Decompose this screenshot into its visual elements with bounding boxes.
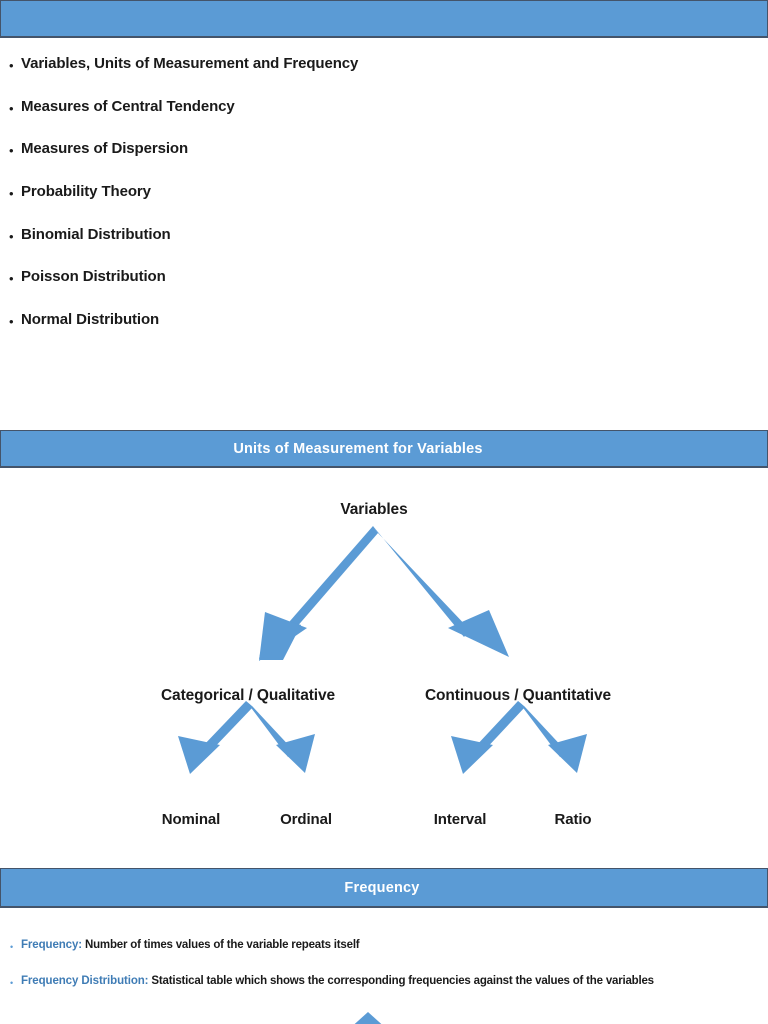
list-item: • Measures of Central Tendency (0, 98, 768, 141)
list-item: • Measures of Dispersion (0, 140, 768, 183)
outline-item-label: Measures of Dispersion (21, 140, 189, 158)
tree-node-nominal: Nominal (161, 811, 221, 828)
frequency-term-label: Frequency: (21, 939, 82, 951)
tree-node-continuous: Continuous / Quantitative (424, 687, 612, 704)
bullet-icon: • (9, 314, 14, 330)
list-item: • Frequency Distribution: Statistical ta… (0, 974, 768, 1010)
list-item: • Poisson Distribution (0, 268, 768, 311)
list-item: • Probability Theory (0, 183, 768, 226)
outline-item-label: Probability Theory (21, 183, 151, 201)
list-item: • Frequency: Number of times values of t… (0, 938, 768, 974)
arrowhead-left-level1 (259, 612, 307, 661)
list-item: • Variables, Units of Measurement and Fr… (0, 55, 768, 98)
bullet-icon: • (9, 100, 14, 116)
outline-bullet-list: • Variables, Units of Measurement and Fr… (0, 55, 768, 354)
bullet-icon: • (9, 143, 14, 159)
bullet-icon: • (10, 978, 14, 988)
frequency-term-description: Number of times values of the variable r… (85, 939, 360, 951)
bullet-icon: • (9, 58, 14, 73)
tree-node-ratio: Ratio (554, 811, 592, 828)
slide-units-banner: Units of Measurement for Variables (0, 430, 768, 468)
slide-frequency-banner: Frequency (0, 868, 768, 908)
arrow-categorical-to-ordinal (246, 701, 294, 757)
frequency-term-label: Frequency Distribution: (21, 975, 149, 987)
outline-item-label: Poisson Distribution (21, 268, 166, 286)
list-item: • Normal Distribution (0, 311, 768, 354)
tree-arrows-svg (178, 526, 587, 774)
frequency-definition-list: • Frequency: Number of times values of t… (0, 938, 768, 1010)
tree-node-interval: Interval (433, 811, 487, 828)
arrow-continuous-to-ratio (518, 701, 566, 757)
arrowhead-ordinal (276, 734, 315, 773)
arrowhead-ratio (548, 734, 587, 773)
bullet-icon: • (9, 186, 14, 202)
arrow-continuous-to-interval (475, 701, 525, 753)
bullet-icon: • (9, 228, 14, 244)
arrowhead-right-level1 (448, 610, 509, 657)
outline-item-label: Measures of Central Tendency (21, 97, 235, 115)
tree-node-ordinal: Ordinal (280, 811, 332, 828)
partial-chevron-svg (354, 1012, 382, 1024)
outline-item-label: Normal Distribution (21, 311, 160, 329)
arrow-categorical-to-nominal (202, 701, 253, 753)
arrow-root-to-continuous (373, 526, 470, 637)
slide-units-banner-title: Units of Measurement for Variables (233, 440, 483, 457)
tree-node-root: Variables (340, 501, 408, 518)
frequency-term-description: Statistical table which shows the corres… (151, 975, 654, 987)
arrowhead-nominal (178, 736, 220, 774)
slide-outline-banner (0, 0, 768, 38)
variables-tree-diagram: Variables Categorical / Qualitative Cont… (0, 468, 768, 860)
list-item: • Binomial Distribution (0, 226, 768, 269)
tree-node-categorical: Categorical / Qualitative (160, 687, 336, 704)
outline-item-label: Binomial Distribution (21, 225, 171, 243)
bullet-icon: • (9, 271, 14, 287)
arrowhead-interval (451, 736, 493, 774)
bullet-icon: • (10, 942, 14, 952)
partial-chevron-arrow (0, 1006, 768, 1024)
slide-frequency-banner-title: Frequency (344, 879, 420, 896)
outline-item-label: Variables, Units of Measurement and Freq… (21, 55, 359, 72)
